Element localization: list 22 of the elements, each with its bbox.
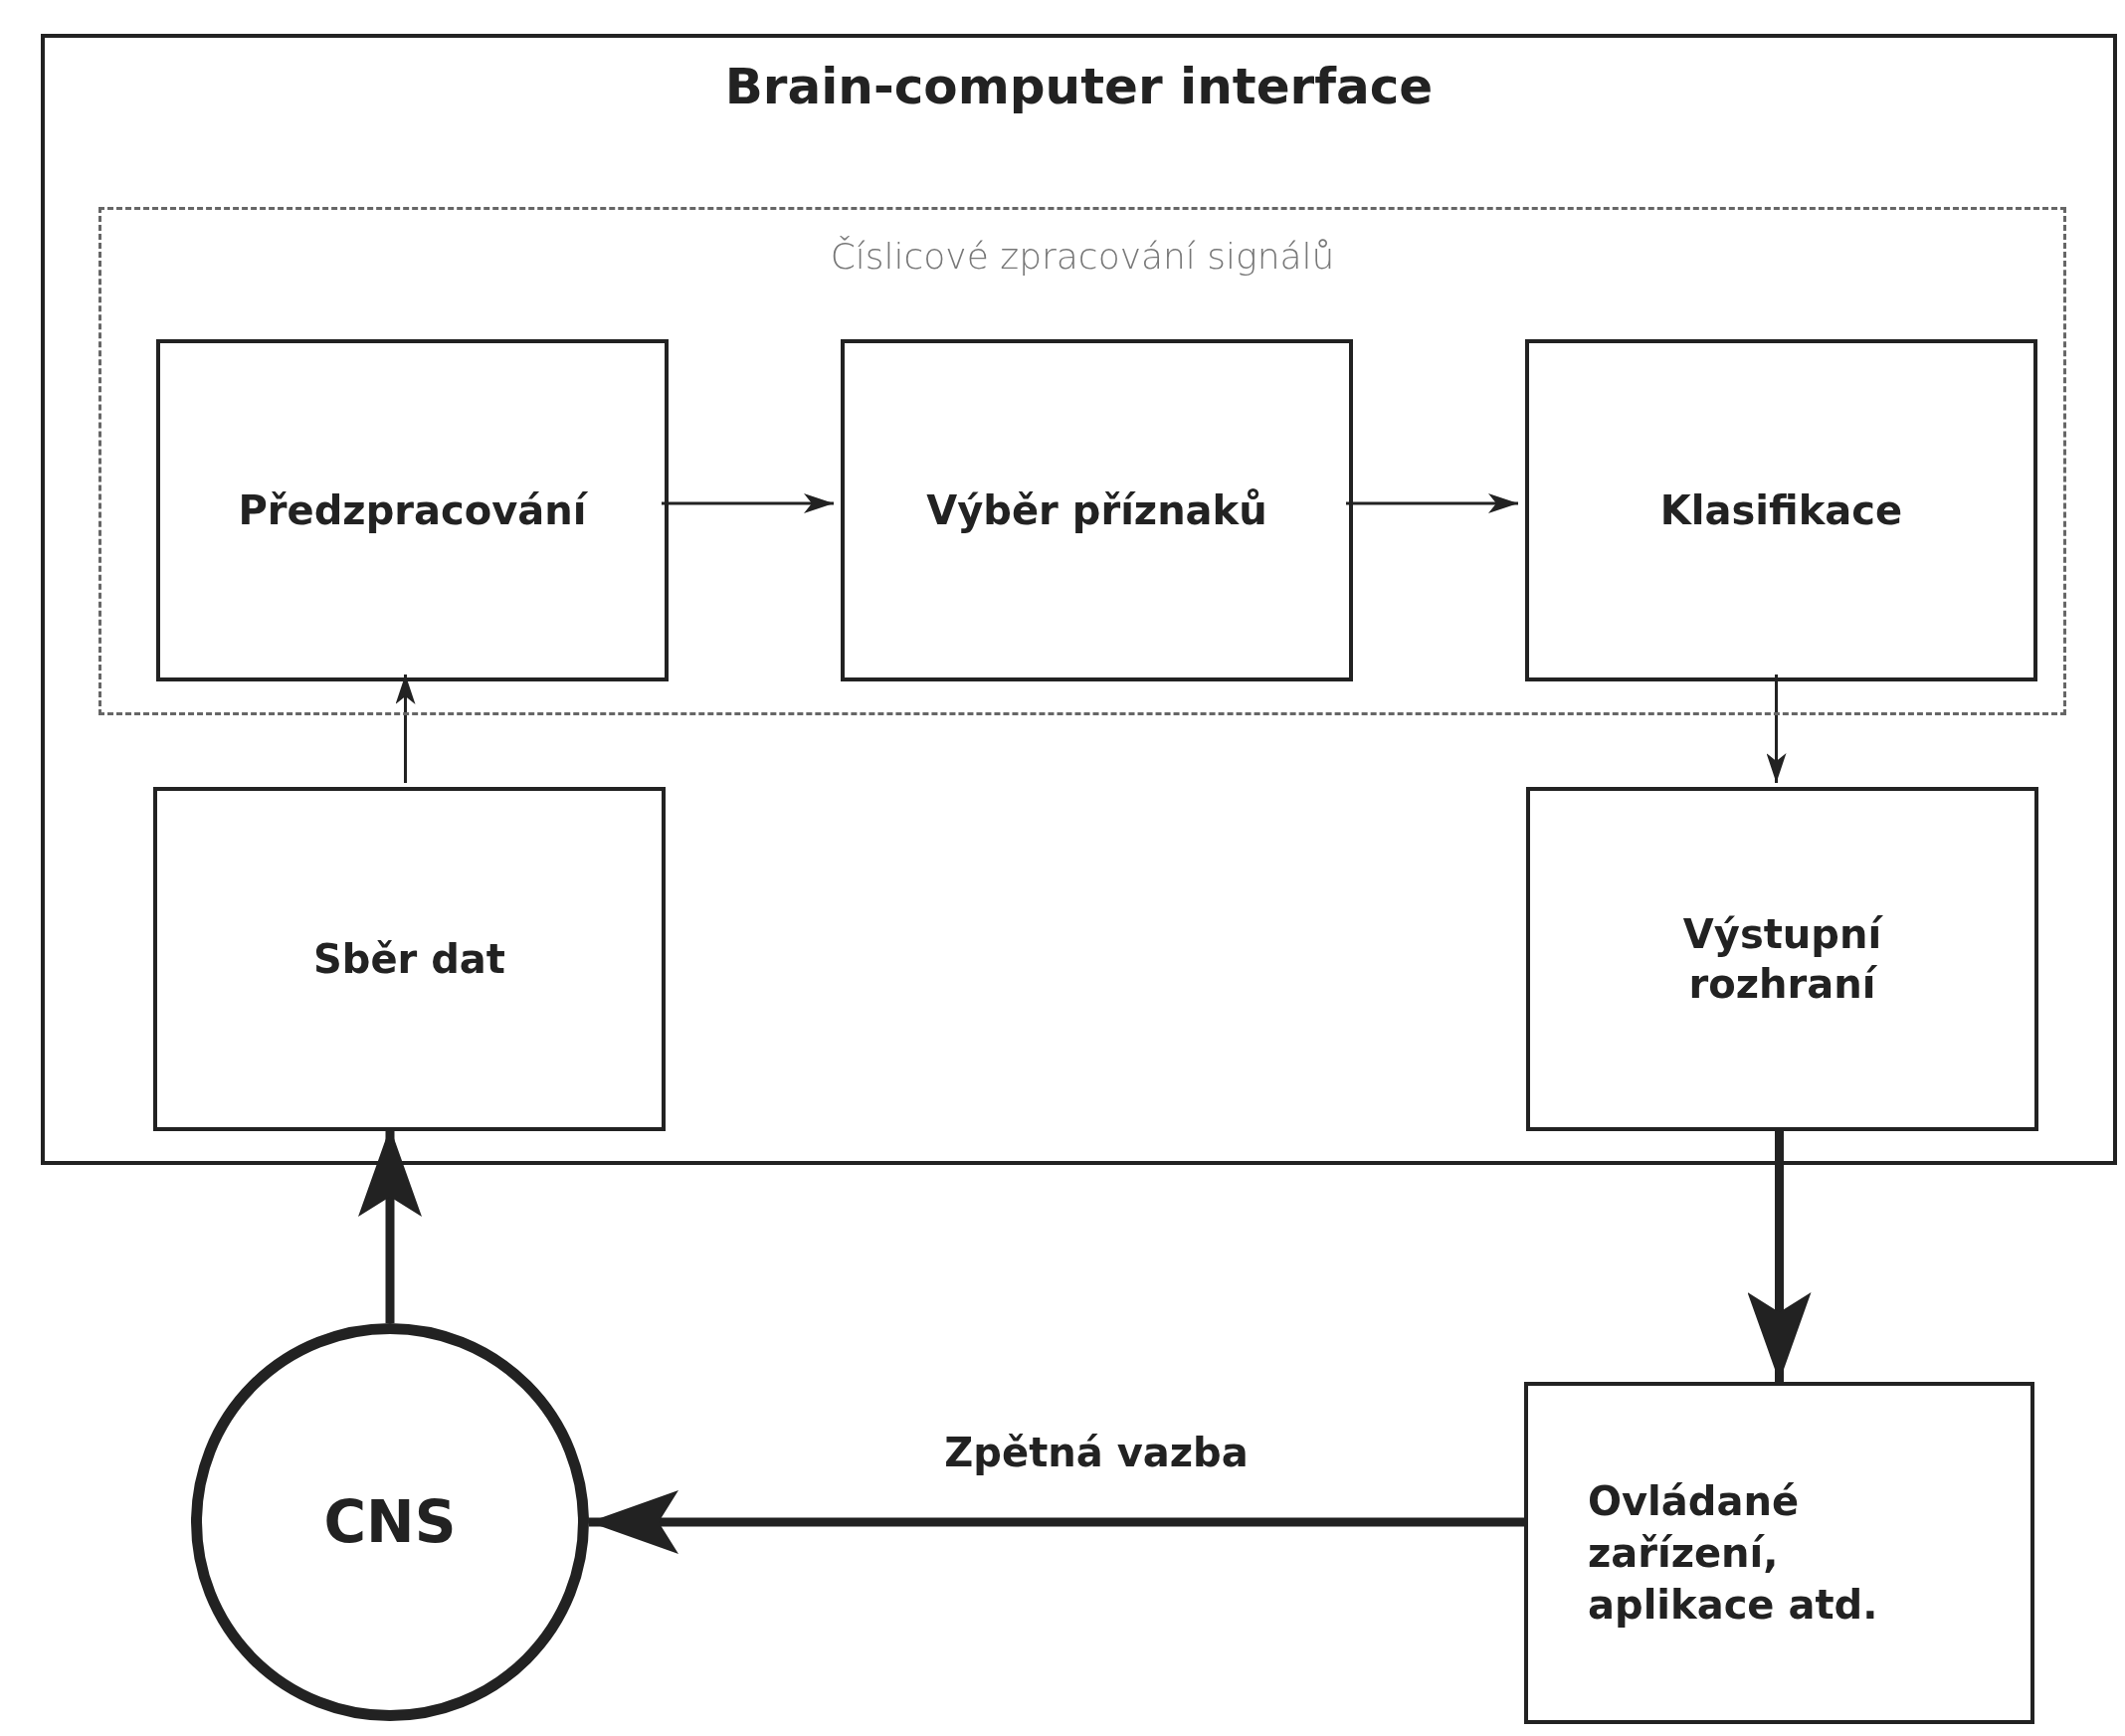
node-label: Klasifikace	[1658, 486, 1904, 535]
arrow	[589, 1490, 1524, 1554]
arrow	[662, 493, 834, 513]
node-label: Předzpracování	[237, 486, 589, 535]
node-label: Výběr příznaků	[925, 486, 1268, 535]
process-box	[1526, 787, 2038, 1131]
node-label: Brain-computer interface	[723, 57, 1435, 117]
node-label: Číslicové zpracování signálů	[829, 235, 1336, 279]
system-frame	[41, 34, 2117, 1165]
process-box	[841, 339, 1353, 681]
arrow	[395, 675, 416, 783]
arrow	[1346, 493, 1518, 513]
node-label: Sběr dat	[312, 935, 506, 984]
node-label: CNS	[323, 1486, 457, 1558]
process-box	[156, 339, 669, 681]
arrow	[1766, 675, 1787, 783]
node-label: Ovládané zařízení, aplikace atd.	[1587, 1477, 1879, 1630]
process-box	[1525, 339, 2037, 681]
process-box	[153, 787, 666, 1131]
node-label: Výstupní rozhraní	[1681, 910, 1884, 1009]
dashed-group	[98, 207, 2066, 715]
process-box	[1524, 1382, 2034, 1724]
